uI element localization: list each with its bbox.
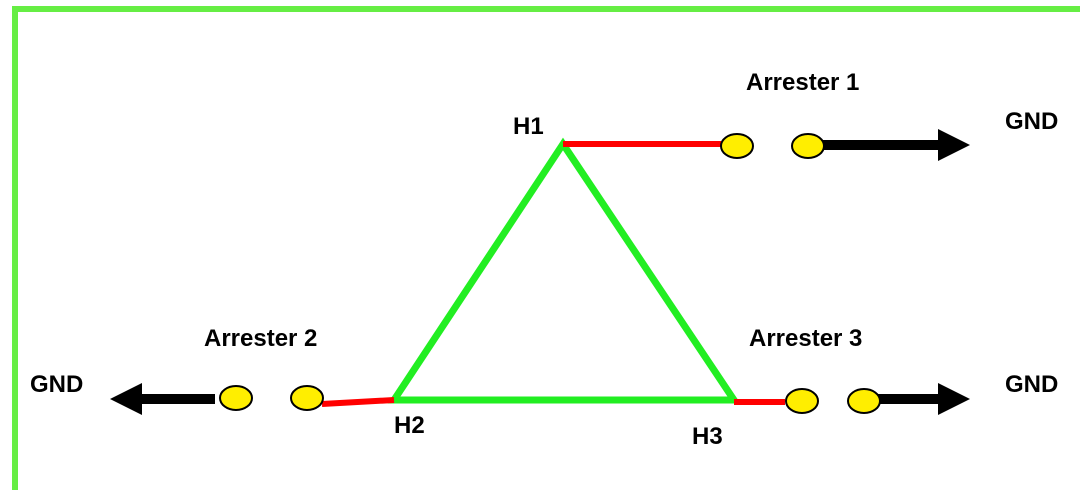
terminal-icon xyxy=(785,388,819,414)
terminal-icon xyxy=(720,133,754,159)
lead-h2-arrester-2 xyxy=(321,397,395,407)
node-h2-label: H2 xyxy=(394,412,425,439)
gnd-label-arrester-2: GND xyxy=(30,371,83,398)
node-h1-label: H1 xyxy=(513,113,544,140)
ground-arrow-icon xyxy=(822,129,970,161)
arrester-2-label: Arrester 2 xyxy=(204,325,317,352)
arrester-1-label: Arrester 1 xyxy=(746,69,859,96)
node-h3-label: H3 xyxy=(692,423,723,450)
gnd-label-arrester-1: GND xyxy=(1005,108,1058,135)
ground-arrow-icon xyxy=(110,383,215,415)
terminal-icon xyxy=(791,133,825,159)
terminal-icon xyxy=(847,388,881,414)
arrester-3-label: Arrester 3 xyxy=(749,325,862,352)
gnd-label-arrester-3: GND xyxy=(1005,371,1058,398)
delta-winding-triangle xyxy=(387,137,741,404)
terminal-icon xyxy=(290,385,324,411)
terminal-icon xyxy=(219,385,253,411)
